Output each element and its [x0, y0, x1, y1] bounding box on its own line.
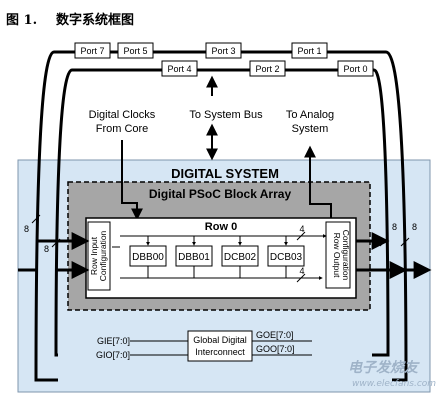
row-bottom-bus-slash [296, 273, 306, 283]
port-row-top: Port 7 Port 5 Port 3 Port 1 [74, 42, 328, 59]
block-dcb02-label: DCB02 [224, 252, 257, 263]
block-dcb03 [267, 245, 305, 267]
port-0-label: Port 0 [343, 64, 367, 74]
port-row-second: Port 4 Port 2 Port 0 [161, 60, 374, 77]
port-0-box [337, 60, 374, 77]
port-7-label: Port 7 [80, 46, 104, 56]
row-input-config [87, 221, 111, 291]
watermark-url: www.elecfans.com [352, 379, 436, 389]
inner-bus-loop [54, 68, 390, 357]
block-dcb02 [221, 245, 259, 267]
row-bottom-bus-width: 4 [299, 266, 304, 276]
left-bus-width-outer: 8 [24, 224, 29, 234]
right-bus-slash-inner [379, 237, 389, 247]
left-bus-slash-inner [51, 238, 61, 248]
goe-label: GOE[7:0] [256, 330, 294, 340]
block-dbb00-label: DBB00 [132, 252, 164, 263]
block-dbb01-label: DBB01 [178, 252, 210, 263]
gie-label: GIE[7:0] [97, 336, 130, 346]
psoc-array-title: Digital PSoC Block Array [149, 187, 292, 201]
gio-label: GIO[7:0] [96, 350, 130, 360]
analog-arrow [304, 145, 332, 221]
port-2-label: Port 2 [255, 64, 279, 74]
block-connectors [146, 236, 288, 278]
right-bus-width-outer: 8 [412, 222, 417, 232]
digital-blocks: DBB00 DBB01 DCB02 DCB03 [129, 245, 305, 267]
figure-number: 图 1. [6, 13, 37, 28]
row-input-label-line2: Configuration [98, 230, 108, 281]
row-input-label-line1: Row Input [89, 236, 99, 275]
figure-title: 数字系统框图 [56, 12, 134, 28]
analog-label-line1: To Analog [286, 109, 334, 121]
right-bus-slash-outer [400, 237, 410, 247]
left-bus-width-inner: 8 [44, 244, 49, 254]
watermark-logo: 电子发烧友 [348, 359, 420, 376]
row-output-label-line1: Row Output [332, 233, 342, 279]
system-bus-label: To System Bus [189, 109, 263, 121]
port-1-box [291, 42, 328, 59]
global-label-line2: Interconnect [195, 347, 245, 357]
digital-system-title: DIGITAL SYSTEM [171, 166, 279, 181]
port-5-label: Port 5 [123, 46, 147, 56]
port-7-box [74, 42, 111, 59]
row-top-bus-slash [296, 231, 306, 241]
port-4-box [161, 60, 198, 77]
analog-label-line2: System [292, 123, 329, 135]
global-digital-interconnect [187, 330, 253, 362]
digital-clocks-label-line2: From Core [96, 123, 149, 135]
block-dcb03-label: DCB03 [270, 252, 303, 263]
digital-clocks-arrow [121, 140, 143, 221]
port-5-box [117, 42, 154, 59]
port-4-label: Port 4 [167, 64, 191, 74]
port-2-box [249, 60, 286, 77]
port-3-box [205, 42, 242, 59]
row-output-label-line2: Configuration [341, 230, 351, 281]
left-bus-slash-outer [31, 214, 41, 224]
port-3-label: Port 3 [211, 46, 235, 56]
row-top-bus-width: 4 [299, 224, 304, 234]
row-output-config [325, 221, 351, 289]
block-dbb01 [175, 245, 213, 267]
digital-clocks-label-line1: Digital Clocks [89, 109, 156, 121]
block-dbb00 [129, 245, 167, 267]
row-0-title: Row 0 [205, 221, 237, 233]
global-label-line1: Global Digital [193, 335, 247, 345]
goo-label: GOO[7:0] [256, 344, 295, 354]
port-1-label: Port 1 [297, 46, 321, 56]
right-bus-width-inner: 8 [392, 222, 397, 232]
